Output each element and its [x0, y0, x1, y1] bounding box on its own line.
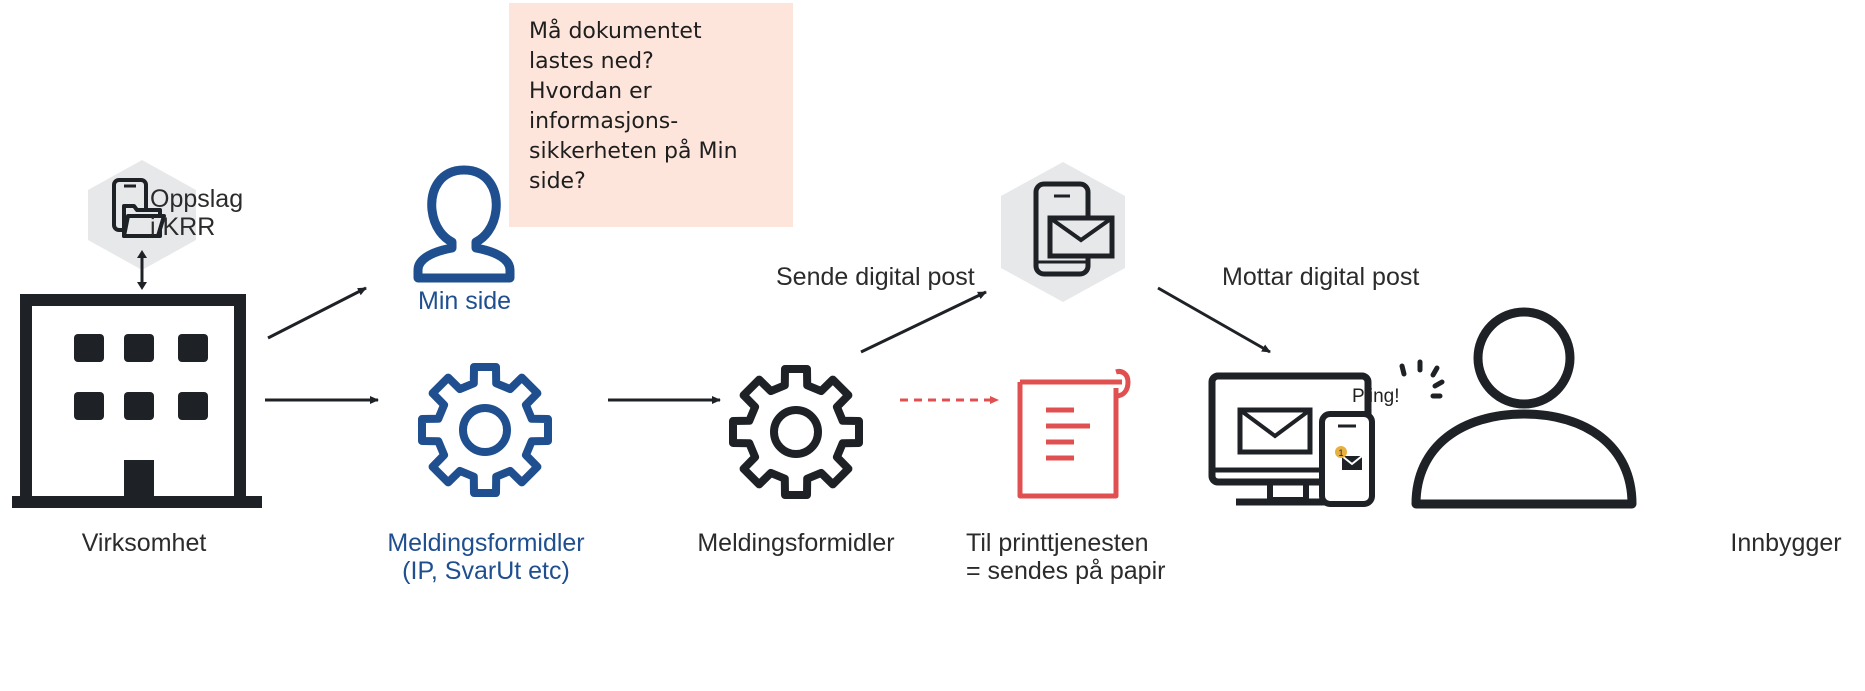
- print-label-line2: = sendes på papir: [966, 557, 1166, 585]
- note-line: side?: [529, 169, 586, 194]
- devices-icon: 1: [1208, 372, 1375, 507]
- krr-lookup-icon: [88, 160, 196, 270]
- arrow-to-innbygger-devices: [1157, 286, 1271, 354]
- note-line: Hvordan er: [529, 79, 652, 104]
- krr-label-line2: i KRR: [150, 213, 216, 241]
- innbygger-label: Innbygger: [1730, 529, 1842, 557]
- print-label-line1: Til printtjenesten: [966, 529, 1149, 557]
- arrow-to-min-side: [267, 286, 367, 340]
- gear-hub: [459, 404, 511, 456]
- krr-double-arrow: [137, 250, 147, 290]
- arrow-to-digital-post: [860, 290, 987, 354]
- note-line: lastes ned?: [529, 49, 654, 74]
- note-line: Må dokumentet: [529, 19, 702, 44]
- mottar-digital-post-label: Mottar digital post: [1222, 263, 1420, 291]
- meldingsformidler-label: Meldingsformidler: [697, 529, 895, 557]
- sende-digital-post-label: Sende digital post: [776, 263, 975, 291]
- gear-outline: [729, 365, 863, 499]
- note-line: informasjons-: [529, 109, 679, 134]
- building-icon: [12, 294, 262, 508]
- digital-post-phone-icon: [1001, 162, 1125, 302]
- min-side-person-icon: [413, 165, 515, 283]
- pling-label: Pling!: [1352, 386, 1400, 407]
- gear-icon-dark: [729, 365, 863, 499]
- meldingsformidler-ip-label-line2: (IP, SvarUt etc): [402, 557, 570, 585]
- question-note: Må dokumentet lastes ned? Hvordan er inf…: [509, 3, 793, 227]
- svg-text:1: 1: [1338, 448, 1343, 458]
- gear-hub: [770, 406, 822, 458]
- print-document-icon: [1017, 369, 1131, 499]
- gear-outline: [418, 363, 552, 497]
- note-line: sikkerheten på Min: [529, 139, 738, 164]
- innbygger-person-icon: [1411, 307, 1637, 509]
- virksomhet-label: Virksomhet: [81, 529, 207, 557]
- meldingsformidler-ip-label-line1: Meldingsformidler: [387, 529, 585, 557]
- pling-rays: [1399, 359, 1445, 399]
- gear-icon-blue: [418, 363, 552, 497]
- min-side-label: Min side: [418, 287, 512, 315]
- krr-label-line1: Oppslag: [150, 185, 244, 213]
